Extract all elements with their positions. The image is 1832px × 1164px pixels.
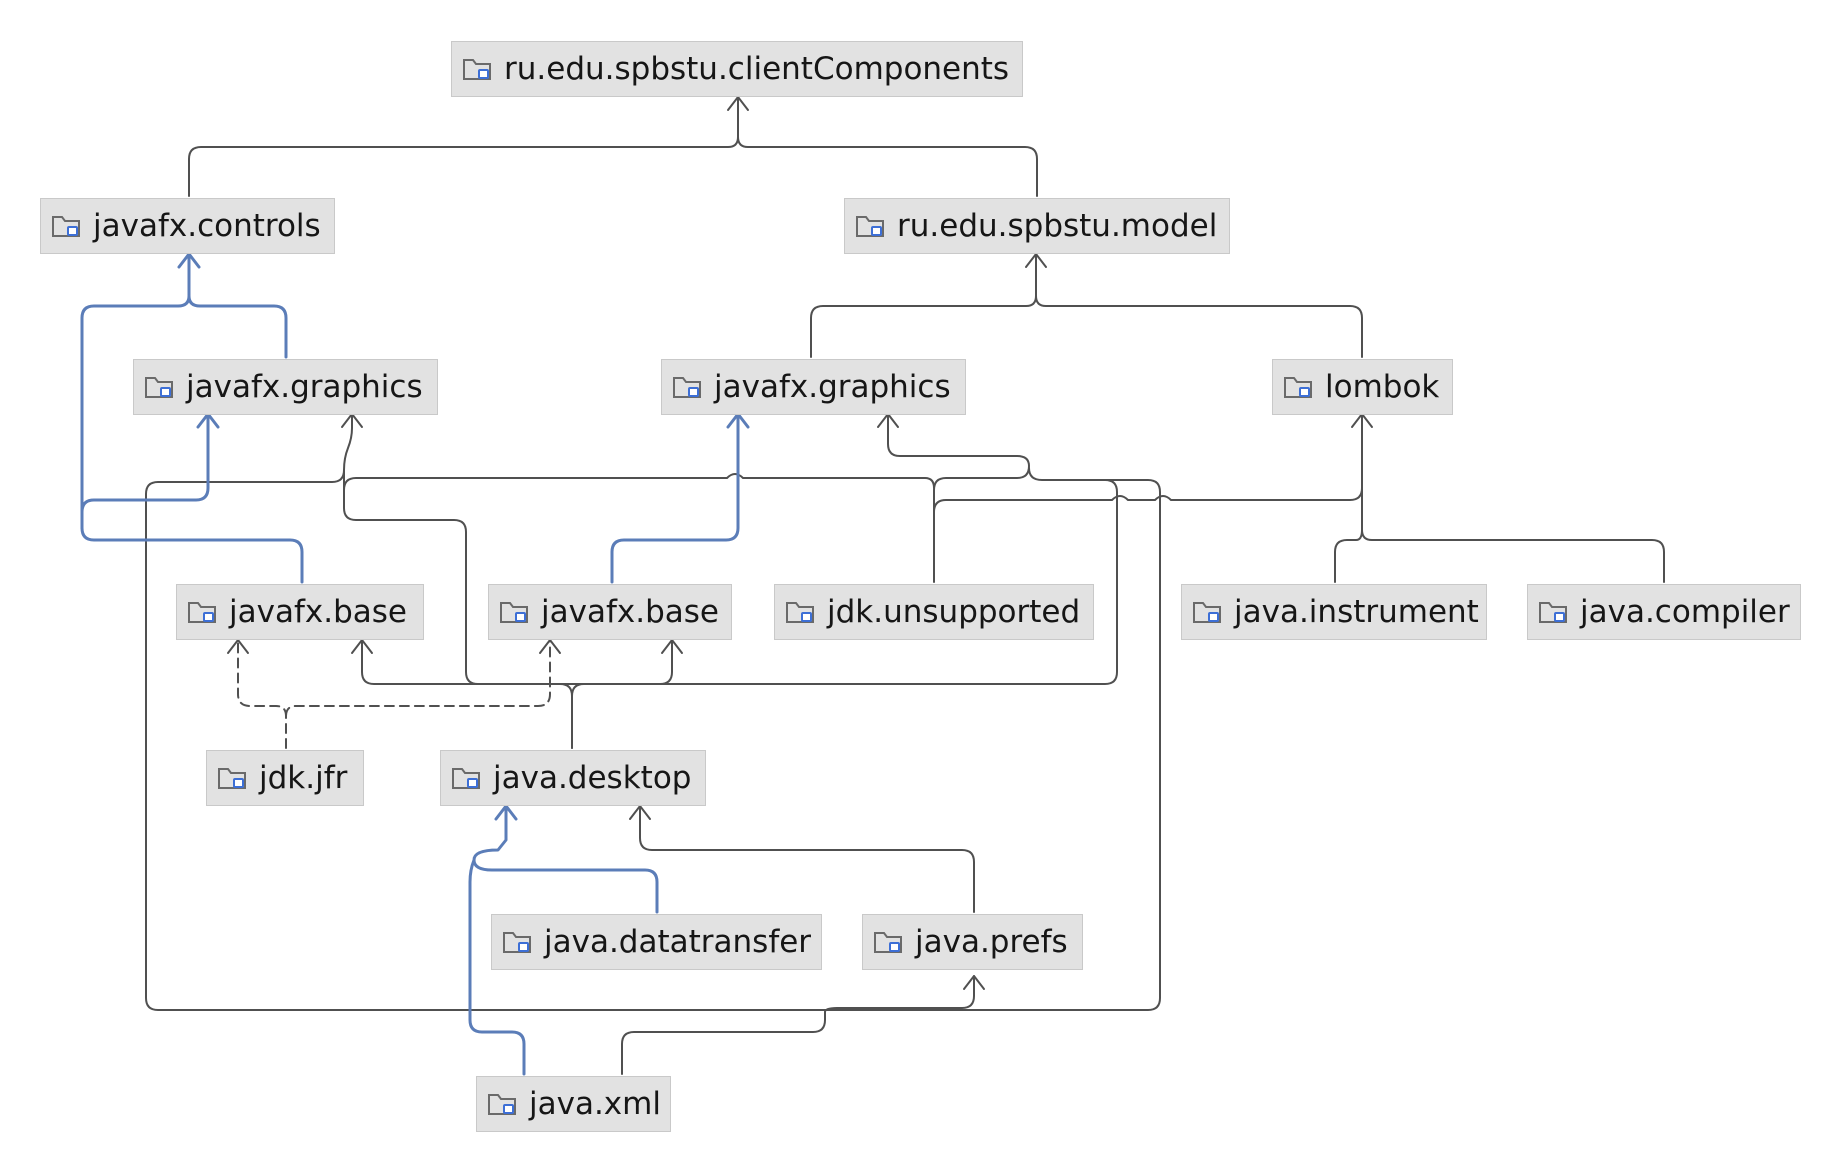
module-folder-icon bbox=[145, 377, 173, 398]
arrow-client bbox=[727, 96, 749, 111]
node-javafx-graphics-right[interactable]: javafx.graphics bbox=[661, 359, 966, 415]
module-folder-icon bbox=[1284, 377, 1312, 398]
node-jdk-jfr[interactable]: jdk.jfr bbox=[206, 750, 364, 806]
module-folder-icon bbox=[786, 602, 814, 623]
module-folder-icon bbox=[874, 932, 902, 953]
node-label: javafx.base bbox=[541, 593, 719, 630]
edge-desktop-bases bbox=[361, 639, 673, 749]
edge-unsupported-lombok bbox=[933, 487, 1363, 583]
module-folder-icon bbox=[188, 602, 216, 623]
node-label: ru.edu.spbstu.model bbox=[897, 207, 1218, 244]
module-folder-icon bbox=[673, 377, 701, 398]
node-javafx-base-left[interactable]: javafx.base bbox=[176, 584, 424, 640]
edge-datatransfer-desktop bbox=[468, 804, 659, 1076]
arrow-baseR bbox=[661, 639, 683, 654]
node-javafx-graphics-left[interactable]: javafx.graphics bbox=[133, 359, 438, 415]
module-folder-icon bbox=[500, 602, 528, 623]
node-label: java.prefs bbox=[915, 923, 1068, 960]
edge-baseL-controls bbox=[80, 294, 304, 584]
node-javafx-controls[interactable]: javafx.controls bbox=[40, 198, 335, 254]
arrow-baseL-dashed bbox=[227, 639, 249, 654]
module-folder-icon bbox=[856, 216, 884, 237]
edge-unsupported-graphicsR bbox=[887, 413, 1030, 531]
node-label: java.datatransfer bbox=[544, 923, 812, 960]
node-label: javafx.controls bbox=[93, 207, 321, 244]
node-javafx-base-right[interactable]: javafx.base bbox=[488, 584, 732, 640]
node-java-instrument[interactable]: java.instrument bbox=[1181, 584, 1487, 640]
module-folder-icon bbox=[488, 1094, 516, 1115]
node-jdk-unsupported[interactable]: jdk.unsupported bbox=[774, 584, 1094, 640]
node-java-desktop[interactable]: java.desktop bbox=[440, 750, 706, 806]
arrow-desktop bbox=[629, 805, 651, 820]
module-folder-icon bbox=[52, 216, 80, 237]
arrow-desktop-blue bbox=[494, 804, 518, 821]
arrow-prefs bbox=[963, 975, 985, 990]
node-label: java.xml bbox=[529, 1085, 661, 1122]
module-folder-icon bbox=[1193, 602, 1221, 623]
edge-controls-client bbox=[188, 96, 1038, 197]
node-java-datatransfer[interactable]: java.datatransfer bbox=[491, 914, 822, 970]
arrow-baseR-dashed bbox=[539, 639, 561, 654]
arrow-controls bbox=[177, 252, 201, 269]
edge-graphicsR-model bbox=[810, 253, 1363, 358]
node-label: ru.edu.spbstu.clientComponents bbox=[504, 50, 1010, 87]
node-label: javafx.graphics bbox=[186, 368, 423, 405]
edge-desktop-graphicsR bbox=[571, 479, 1118, 685]
edge-graphicsL-controls bbox=[187, 252, 288, 359]
node-lombok[interactable]: lombok bbox=[1272, 359, 1453, 415]
node-label: java.desktop bbox=[493, 759, 692, 796]
edge-jfr-bases bbox=[237, 639, 551, 749]
node-label: java.compiler bbox=[1580, 593, 1790, 630]
node-label: java.instrument bbox=[1234, 593, 1479, 630]
edge-prefs-desktop bbox=[639, 805, 975, 913]
node-label: javafx.graphics bbox=[714, 368, 951, 405]
arrow-baseL bbox=[351, 639, 373, 654]
node-label: jdk.jfr bbox=[259, 759, 348, 796]
module-folder-icon bbox=[1539, 602, 1567, 623]
module-folder-icon bbox=[452, 768, 480, 789]
arrow-model bbox=[1025, 253, 1047, 268]
edge-xml-graphicsL bbox=[145, 467, 1161, 1011]
edge-xml-prefs bbox=[621, 975, 975, 1075]
node-java-prefs[interactable]: java.prefs bbox=[862, 914, 1083, 970]
node-ru-edu-spbstu-model[interactable]: ru.edu.spbstu.model bbox=[844, 198, 1230, 254]
node-java-xml[interactable]: java.xml bbox=[476, 1076, 671, 1132]
module-folder-icon bbox=[463, 59, 491, 80]
edge-baseL-graphicsL bbox=[80, 412, 210, 530]
edge-baseR-graphicsR bbox=[610, 412, 740, 584]
module-folder-icon bbox=[218, 768, 246, 789]
node-label: lombok bbox=[1325, 368, 1440, 405]
node-client-components[interactable]: ru.edu.spbstu.clientComponents bbox=[451, 41, 1023, 97]
edge-instrument-lombok bbox=[1334, 413, 1665, 583]
node-java-compiler[interactable]: java.compiler bbox=[1527, 584, 1801, 640]
node-label: jdk.unsupported bbox=[827, 593, 1081, 630]
edge-desktop-graphicsL bbox=[343, 413, 935, 749]
module-folder-icon bbox=[503, 932, 531, 953]
node-label: javafx.base bbox=[229, 593, 407, 630]
